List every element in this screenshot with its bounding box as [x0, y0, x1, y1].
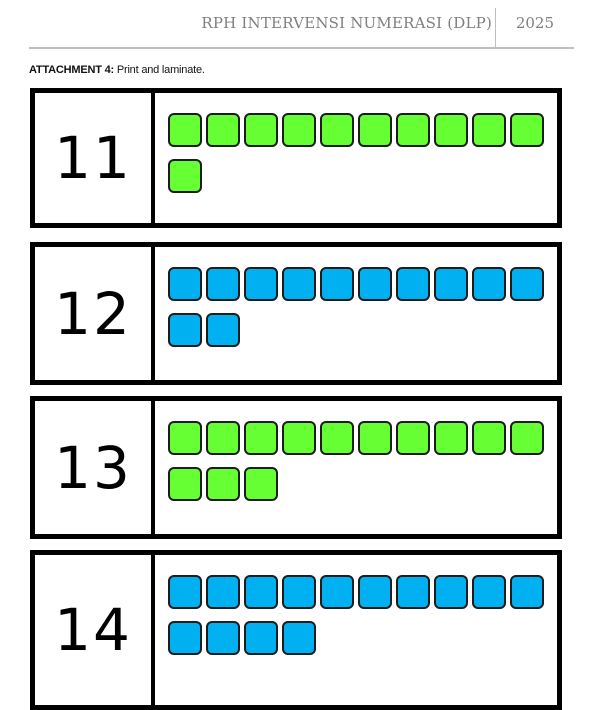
- cube-row: [168, 159, 568, 193]
- counting-cube: [510, 575, 544, 609]
- cube-row: [168, 575, 568, 609]
- counting-cube: [206, 467, 240, 501]
- card-number: 11: [35, 93, 155, 223]
- counting-cube: [510, 421, 544, 455]
- cube-group: [168, 113, 568, 205]
- attachment-text: Print and laminate.: [113, 64, 205, 76]
- counting-cube: [282, 621, 316, 655]
- counting-cube: [320, 575, 354, 609]
- counting-cube: [472, 421, 506, 455]
- number-card-14: 14: [30, 550, 562, 710]
- counting-cube: [358, 113, 392, 147]
- cube-row: [168, 313, 568, 347]
- counting-cube: [396, 113, 430, 147]
- counting-cube: [168, 313, 202, 347]
- counting-cube: [244, 575, 278, 609]
- counting-cube: [434, 575, 468, 609]
- counting-cube: [244, 467, 278, 501]
- cube-group: [168, 421, 568, 513]
- card-number: 14: [35, 555, 155, 705]
- counting-cube: [206, 267, 240, 301]
- counting-cube: [168, 267, 202, 301]
- counting-cube: [282, 421, 316, 455]
- counting-cube: [472, 267, 506, 301]
- counting-cube: [358, 575, 392, 609]
- attachment-label: ATTACHMENT 4:: [29, 64, 114, 76]
- header-divider: [495, 8, 496, 47]
- cube-row: [168, 621, 568, 655]
- cube-group: [168, 267, 568, 359]
- header-title: RPH INTERVENSI NUMERASI (DLP): [201, 14, 492, 32]
- counting-cube: [206, 621, 240, 655]
- counting-cube: [168, 467, 202, 501]
- counting-cube: [472, 575, 506, 609]
- counting-cube: [434, 421, 468, 455]
- counting-cube: [168, 621, 202, 655]
- counting-cube: [282, 113, 316, 147]
- counting-cube: [320, 113, 354, 147]
- number-card-11: 11: [30, 88, 562, 228]
- counting-cube: [320, 267, 354, 301]
- cube-row: [168, 421, 568, 455]
- counting-cube: [282, 575, 316, 609]
- counting-cube: [510, 113, 544, 147]
- number-card-12: 12: [30, 242, 562, 385]
- counting-cube: [168, 159, 202, 193]
- cube-row: [168, 267, 568, 301]
- counting-cube: [168, 113, 202, 147]
- cube-row: [168, 467, 568, 501]
- counting-cube: [206, 421, 240, 455]
- counting-cube: [168, 575, 202, 609]
- counting-cube: [396, 575, 430, 609]
- counting-cube: [396, 421, 430, 455]
- counting-cube: [358, 267, 392, 301]
- counting-cube: [282, 267, 316, 301]
- counting-cube: [358, 421, 392, 455]
- counting-cube: [244, 421, 278, 455]
- card-number: 13: [35, 401, 155, 534]
- page-header: RPH INTERVENSI NUMERASI (DLP) 2025: [29, 0, 574, 49]
- counting-cube: [434, 267, 468, 301]
- counting-cube: [434, 113, 468, 147]
- counting-cube: [320, 421, 354, 455]
- counting-cube: [244, 113, 278, 147]
- counting-cube: [472, 113, 506, 147]
- number-card-13: 13: [30, 396, 562, 539]
- counting-cube: [206, 575, 240, 609]
- counting-cube: [396, 267, 430, 301]
- counting-cube: [206, 313, 240, 347]
- cube-row: [168, 113, 568, 147]
- counting-cube: [244, 267, 278, 301]
- counting-cube: [510, 267, 544, 301]
- counting-cube: [168, 421, 202, 455]
- counting-cube: [244, 621, 278, 655]
- cube-group: [168, 575, 568, 667]
- card-number: 12: [35, 247, 155, 380]
- attachment-note: ATTACHMENT 4: Print and laminate.: [29, 64, 205, 76]
- header-year: 2025: [515, 14, 554, 32]
- counting-cube: [206, 113, 240, 147]
